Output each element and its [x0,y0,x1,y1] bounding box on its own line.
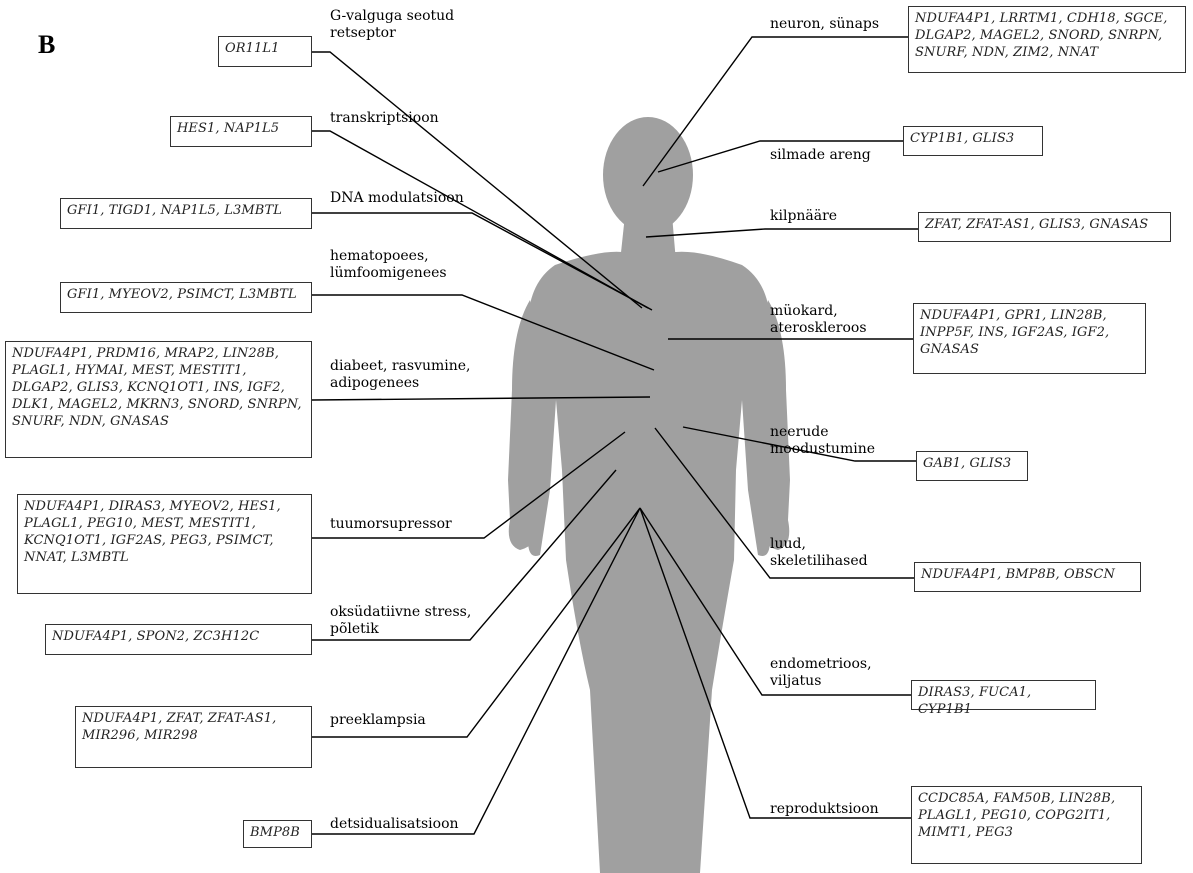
label-hematopoiesis: hematopoees, lümfoomigenees [330,248,447,282]
label-decidualization: detsidualisatsioon [330,816,459,833]
genes-diabetes: NDUFA4P1, PRDM16, MRAP2, LIN28B, PLAGL1,… [5,341,312,458]
genes-preeclampsia: NDUFA4P1, ZFAT, ZFAT-AS1, MIR296, MIR298 [75,706,312,768]
label-preeclampsia: preeklampsia [330,712,426,729]
genes-oxidative-stress: NDUFA4P1, SPON2, ZC3H12C [45,624,312,655]
label-transcription: transkriptsioon [330,110,439,127]
label-neuron-synapse: neuron, sünaps [770,16,879,33]
label-tumor-suppressor: tuumorsupressor [330,516,452,533]
label-g-protein-receptor: G-valguga seotud retseptor [330,8,454,42]
genes-reproduction: CCDC85A, FAM50B, LIN28B, PLAGL1, PEG10, … [911,786,1142,864]
genes-endometriosis: DIRAS3, FUCA1, CYP1B1 [911,680,1096,710]
genes-neuron-synapse: NDUFA4P1, LRRTM1, CDH18, SGCE, DLGAP2, M… [908,6,1186,73]
label-reproduction: reproduktsioon [770,801,879,818]
genes-decidualization: BMP8B [243,820,312,848]
genes-dna-modulation: GFI1, TIGD1, NAP1L5, L3MBTL [60,198,312,229]
label-bones-muscles: luud, skeletilihased [770,536,868,570]
genes-transcription: HES1, NAP1L5 [170,116,312,147]
genes-tumor-suppressor: NDUFA4P1, DIRAS3, MYEOV2, HES1, PLAGL1, … [17,494,312,594]
label-myocardium: müokard, ateroskleroos [770,303,867,337]
label-endometriosis: endometrioos, viljatus [770,656,872,690]
label-diabetes: diabeet, rasvumine, adipogenees [330,358,471,392]
genes-thyroid: ZFAT, ZFAT-AS1, GLIS3, GNASAS [918,212,1171,242]
genes-g-protein-receptor: OR11L1 [218,36,312,67]
genes-kidney-formation: GAB1, GLIS3 [916,451,1028,481]
genes-myocardium: NDUFA4P1, GPR1, LIN28B, INPP5F, INS, IGF… [913,303,1146,374]
genes-hematopoiesis: GFI1, MYEOV2, PSIMCT, L3MBTL [60,282,312,313]
genes-bones-muscles: NDUFA4P1, BMP8B, OBSCN [914,562,1141,592]
connector-thyroid [646,229,918,237]
label-oxidative-stress: oksüdatiivne stress, põletik [330,604,471,638]
genes-eye-development: CYP1B1, GLIS3 [903,126,1043,156]
label-thyroid: kilpnääre [770,208,837,225]
label-dna-modulation: DNA modulatsioon [330,190,464,207]
label-kidney-formation: neerude moodustumine [770,424,875,458]
label-eye-development: silmade areng [770,147,871,164]
